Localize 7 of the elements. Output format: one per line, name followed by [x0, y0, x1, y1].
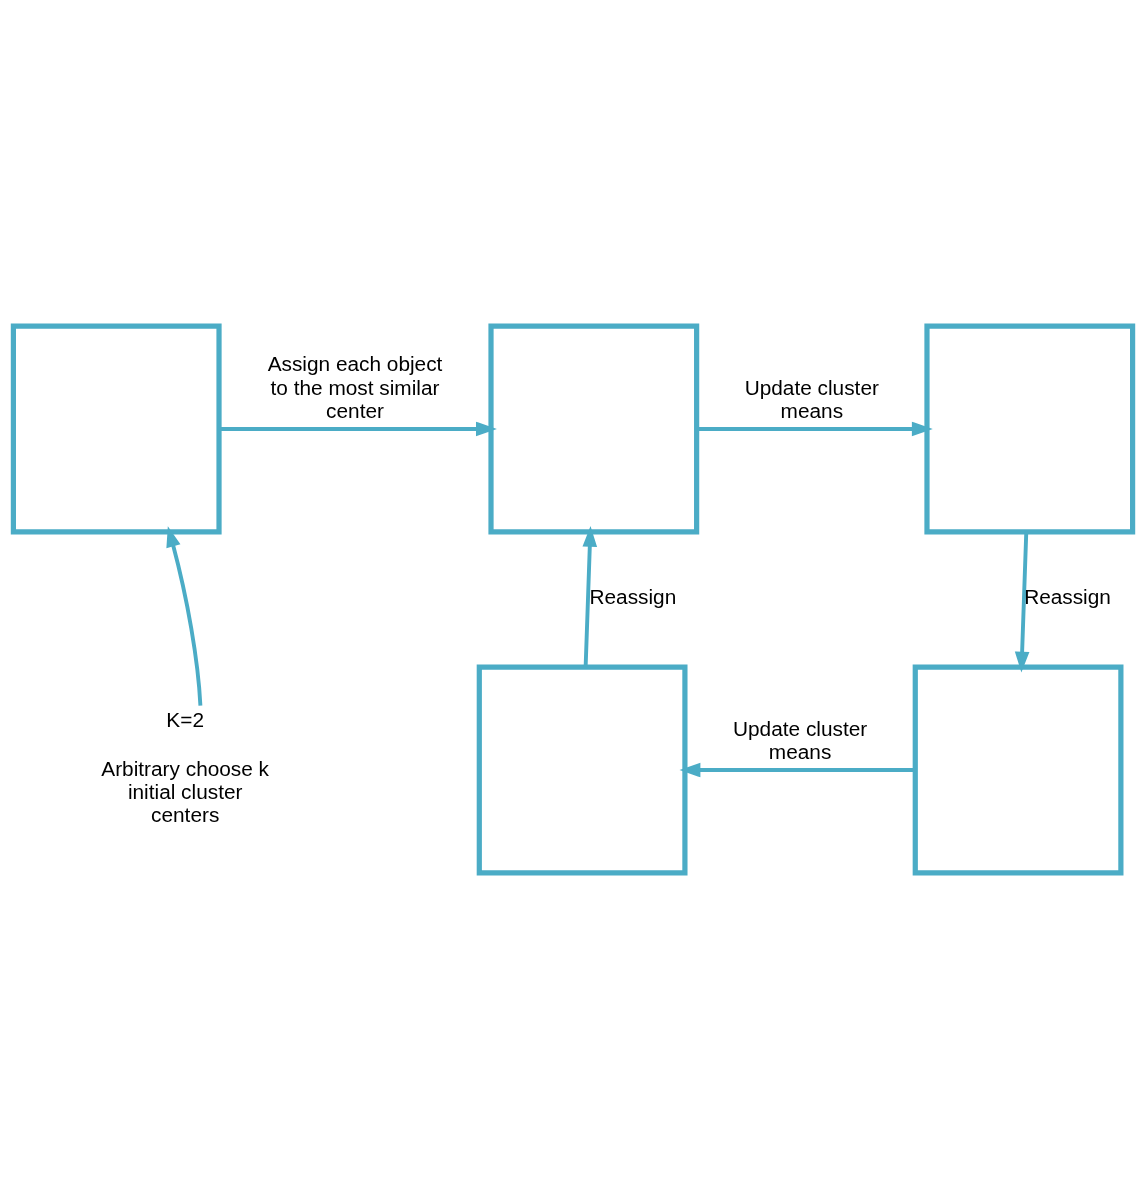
node-label: Arbitrary choose k initial cluster centers [101, 756, 270, 826]
edge-label: Reassign [1024, 584, 1111, 608]
edge-label: Update cluster means [744, 375, 879, 422]
node-text: K=2 [166, 707, 204, 731]
edge-label: Reassign [589, 584, 677, 608]
edge-label: Assign each object to the most similar center [267, 351, 443, 422]
edge-label: Update cluster means [732, 716, 868, 763]
